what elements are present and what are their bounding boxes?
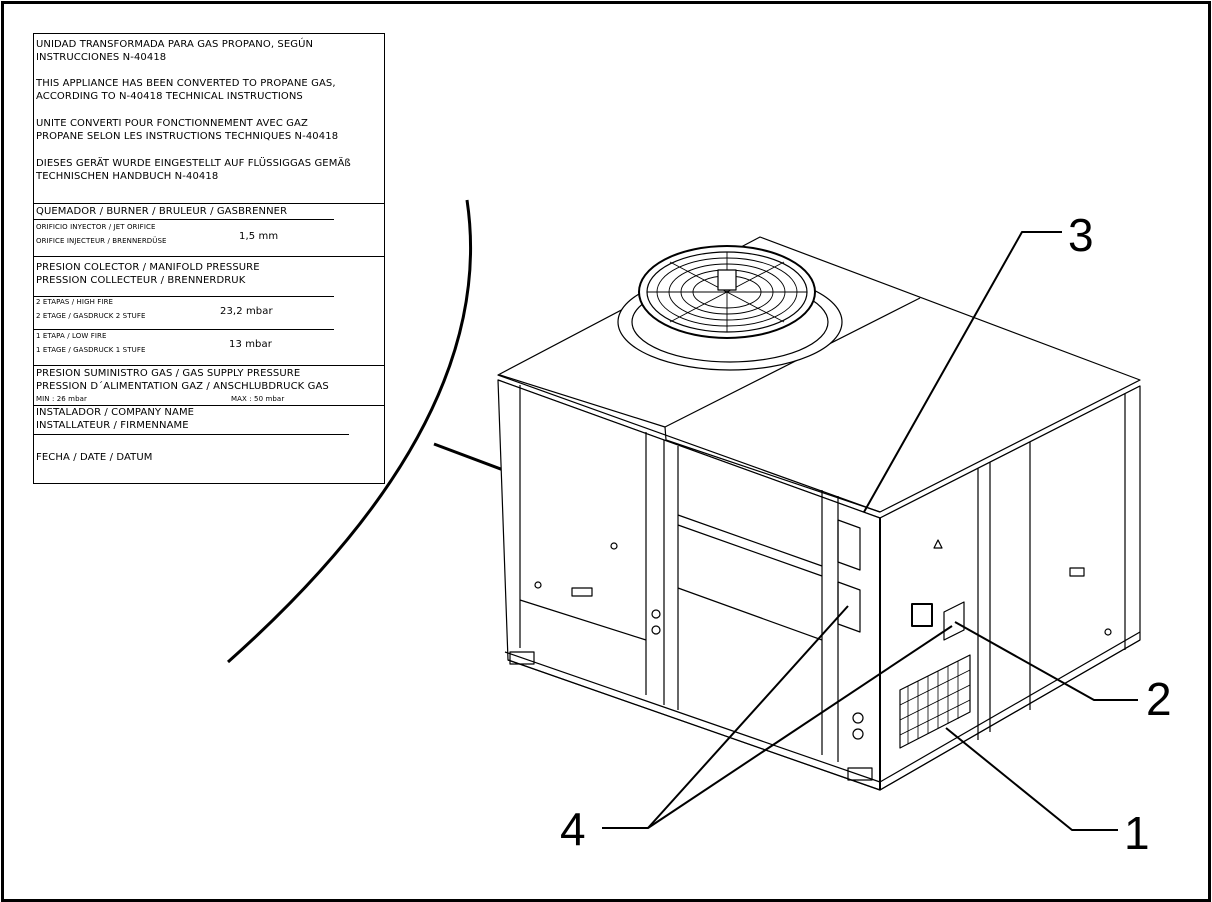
high-fire-value: 23,2 mbar bbox=[220, 306, 273, 317]
conversion-text-de-1: DIESES GERÄT WURDE EINGESTELLT AUF FLÜSS… bbox=[36, 158, 351, 169]
supply-max: MAX : 50 mbar bbox=[231, 395, 285, 403]
conversion-text-es-2: INSTRUCCIONES N-40418 bbox=[36, 52, 167, 63]
manifold-heading-2: PRESSION COLLECTEUR / BRENNERDRUK bbox=[36, 275, 246, 286]
orifice-label-1: ORIFICIO INYECTOR / JET ORIFICE bbox=[36, 223, 156, 231]
date-heading: FECHA / DATE / DATUM bbox=[36, 452, 153, 463]
orifice-value: 1,5 mm bbox=[239, 231, 279, 242]
supply-heading-2: PRESSION D´ALIMENTATION GAZ / ANSCHLUBDR… bbox=[36, 381, 329, 392]
callout-1: 1 bbox=[1124, 807, 1150, 859]
conversion-text-en-2: ACCORDING TO N-40418 TECHNICAL INSTRUCTI… bbox=[36, 91, 303, 102]
callout-leaders bbox=[602, 231, 1138, 831]
condenser-fan bbox=[617, 245, 843, 371]
conversion-text-fr-1: UNITE CONVERTI POUR FONCTIONNEMENT AVEC … bbox=[36, 118, 308, 129]
conversion-text-de-2: TECHNISCHEN HANDBUCH N-40418 bbox=[36, 171, 219, 182]
installer-heading-2: INSTALLATEUR / FIRMENNAME bbox=[36, 420, 189, 431]
callout-2: 2 bbox=[1146, 673, 1172, 725]
burner-heading: QUEMADOR / BURNER / BRULEUR / GASBRENNER bbox=[36, 206, 288, 217]
low-fire-label-1: 1 ETAPA / LOW FIRE bbox=[36, 332, 107, 340]
callout-3: 3 bbox=[1068, 209, 1094, 261]
low-fire-label-2: 1 ETAGE / GASDRUCK 1 STUFE bbox=[36, 346, 146, 354]
propane-conversion-plate: UNIDAD TRANSFORMADA PARA GAS PROPANO, SE… bbox=[33, 33, 385, 484]
conversion-text-en-1: THIS APPLIANCE HAS BEEN CONVERTED TO PRO… bbox=[36, 78, 336, 89]
callout-4: 4 bbox=[560, 803, 586, 855]
installer-heading-1: INSTALADOR / COMPANY NAME bbox=[36, 407, 195, 418]
orifice-label-2: ORIFICE INJECTEUR / BRENNERDÜSE bbox=[36, 237, 167, 245]
conversion-text-fr-2: PROPANE SELON LES INSTRUCTIONS TECHNIQUE… bbox=[36, 131, 339, 142]
supply-min: MIN : 26 mbar bbox=[36, 395, 88, 403]
magnifier-arc bbox=[227, 199, 472, 664]
low-fire-value: 13 mbar bbox=[229, 339, 272, 350]
high-fire-label-2: 2 ETAGE / GASDRUCK 2 STUFE bbox=[36, 312, 146, 320]
supply-heading-1: PRESION SUMINISTRO GAS / GAS SUPPLY PRES… bbox=[36, 368, 301, 379]
conversion-text-es-1: UNIDAD TRANSFORMADA PARA GAS PROPANO, SE… bbox=[36, 39, 314, 50]
manifold-heading-1: PRESION COLECTOR / MANIFOLD PRESSURE bbox=[36, 262, 260, 273]
high-fire-label-1: 2 ETAPAS / HIGH FIRE bbox=[36, 298, 114, 306]
